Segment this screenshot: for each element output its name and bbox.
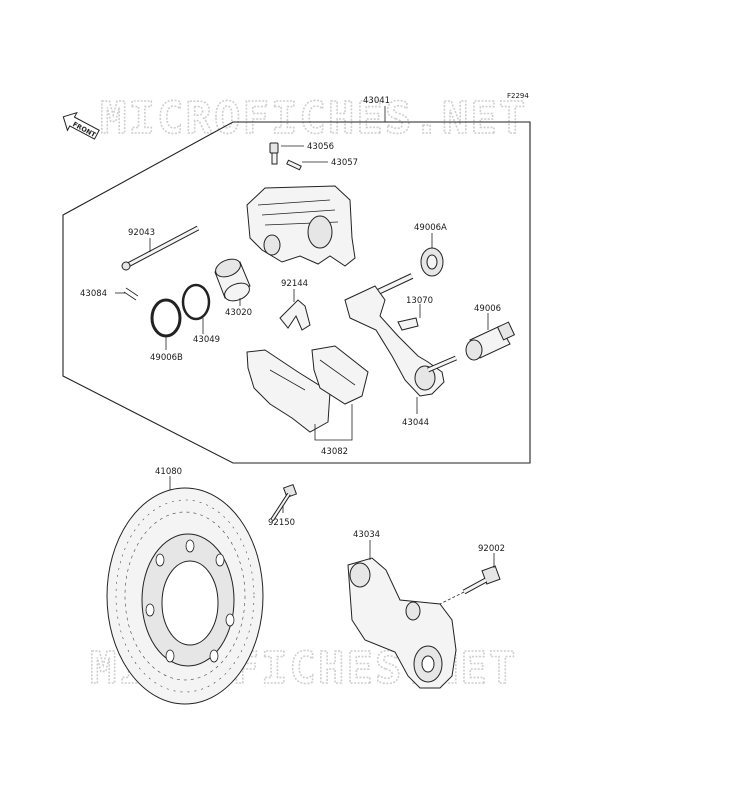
part-label-43084[interactable]: 43084 (80, 289, 107, 299)
part-label-13070[interactable]: 13070 (406, 296, 433, 306)
piston-seal (181, 283, 211, 321)
figure-code: F2294 (507, 92, 529, 100)
watermark-top: MICROFICHES.NET (100, 93, 527, 144)
caliper-pin (121, 225, 200, 271)
part-label-43020[interactable]: 43020 (225, 308, 252, 318)
dust-seal (150, 298, 182, 338)
part-label-43044[interactable]: 43044 (402, 418, 429, 428)
holder-bolt (439, 565, 501, 605)
cotter-pin (123, 287, 139, 301)
brake-pad-right (311, 345, 369, 405)
part-label-49006A[interactable]: 49006A (414, 223, 447, 233)
part-label-43057[interactable]: 43057 (331, 158, 358, 168)
pad-spring (279, 299, 311, 331)
part-label-49006B[interactable]: 49006B (150, 353, 183, 363)
part-label-92043[interactable]: 92043 (128, 228, 155, 238)
caliper-piston (214, 258, 251, 302)
part-label-92002[interactable]: 92002 (478, 544, 505, 554)
part-label-43034[interactable]: 43034 (353, 530, 380, 540)
front-arrow-icon: FRONT (62, 111, 100, 140)
pin-boot (465, 321, 516, 361)
disc-bolt (270, 483, 298, 522)
bracket-clip (397, 317, 419, 331)
brake-pad-left (246, 349, 331, 433)
part-label-43082[interactable]: 43082 (321, 447, 348, 457)
part-label-92150[interactable]: 92150 (268, 518, 295, 528)
bleeder-valve (269, 142, 279, 165)
part-label-43041[interactable]: 43041 (363, 96, 390, 106)
caliper-assembly-box (62, 121, 531, 464)
part-label-49006[interactable]: 49006 (474, 304, 501, 314)
caliper-holder (347, 557, 457, 689)
caliper-body (246, 185, 356, 267)
part-label-43049[interactable]: 43049 (193, 335, 220, 345)
brake-disc (106, 487, 264, 705)
part-label-43056[interactable]: 43056 (307, 142, 334, 152)
part-label-41080[interactable]: 41080 (155, 467, 182, 477)
bleeder-cap (286, 159, 302, 171)
part-label-92144[interactable]: 92144 (281, 279, 308, 289)
caliper-bracket (344, 273, 457, 397)
slide-boot (420, 247, 444, 277)
